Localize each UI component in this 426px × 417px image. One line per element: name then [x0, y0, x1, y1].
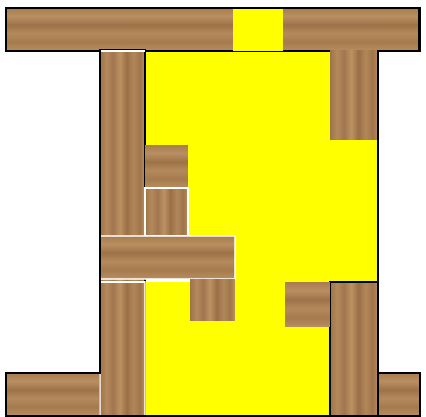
- block-right-mid[interactable]: [285, 282, 330, 327]
- block-horizontal[interactable]: [100, 236, 235, 279]
- top-opening: [233, 8, 283, 51]
- block-left-lower[interactable]: [100, 282, 145, 416]
- frame-right-wall: [330, 282, 378, 416]
- block-left-step[interactable]: [145, 145, 188, 188]
- block-right-upper[interactable]: [330, 50, 378, 140]
- block-small-square[interactable]: [145, 188, 188, 236]
- frame-top-bar: [6, 8, 419, 51]
- block-center-lower[interactable]: [190, 279, 235, 321]
